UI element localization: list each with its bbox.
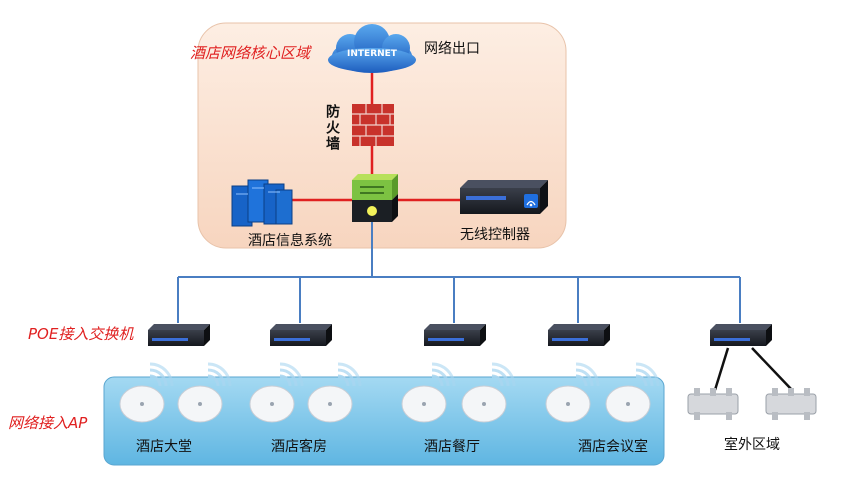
wireless-ap-icon	[401, 362, 456, 423]
wireless-ap-icon	[461, 362, 516, 423]
firewall-label: 防火墙	[324, 104, 340, 152]
access-points	[119, 362, 660, 423]
info-system-label: 酒店信息系统	[248, 233, 332, 249]
poe-zone-label: POE接入交换机	[28, 325, 134, 343]
internet-exit-label: 网络出口	[424, 41, 480, 57]
wireless-ap-icon	[119, 362, 174, 423]
poe-switch-icon	[710, 324, 772, 346]
core-zone-label: 酒店网络核心区域	[190, 44, 311, 62]
ap-area-label: 酒店客房	[271, 439, 327, 455]
ap-area-label: 酒店大堂	[136, 439, 192, 455]
poe-switch-icon	[148, 324, 210, 346]
outdoor-area-label: 室外区域	[724, 437, 780, 453]
outdoor-ap-icon	[765, 388, 817, 420]
internet-cloud-icon: INTERNET	[328, 24, 416, 73]
wireless-ap-icon	[545, 362, 600, 423]
ap-zone	[103, 376, 665, 466]
outdoor-ap-icon	[687, 388, 739, 420]
core-switch-icon	[352, 174, 398, 222]
wireless-ap-icon	[177, 362, 232, 423]
ap-zone-label: 网络接入AP	[8, 414, 88, 432]
core-links	[292, 72, 460, 202]
outdoor-links	[713, 347, 793, 391]
poe-switch-icon	[548, 324, 610, 346]
wireless-controller-icon	[460, 180, 548, 214]
firewall-icon	[352, 104, 394, 146]
distribution-links	[177, 222, 741, 323]
ap-area-label: 酒店会议室	[578, 439, 648, 455]
wireless-ap-icon	[307, 362, 362, 423]
wireless-ap-icon	[605, 362, 660, 423]
server-cluster-icon	[231, 179, 293, 227]
poe-switch-icon	[424, 324, 486, 346]
wireless-ap-icon	[249, 362, 304, 423]
ap-area-label: 酒店餐厅	[424, 439, 480, 455]
wireless-controller-label: 无线控制器	[460, 227, 530, 243]
internet-cloud-text: INTERNET	[347, 49, 398, 59]
poe-switch-icon	[270, 324, 332, 346]
